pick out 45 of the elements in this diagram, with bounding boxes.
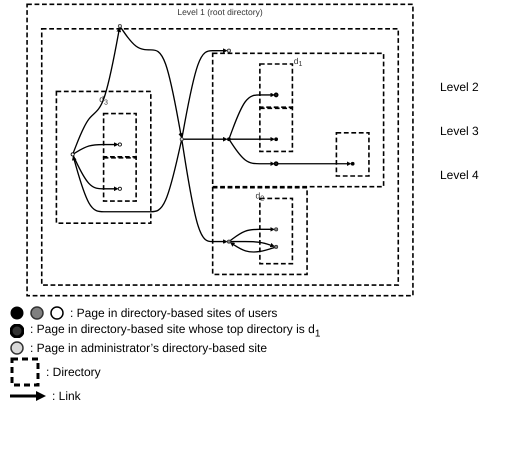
arrow bbox=[230, 226, 275, 242]
node-circle bbox=[274, 137, 278, 142]
arrow bbox=[181, 140, 228, 244]
node-circle bbox=[274, 244, 278, 249]
level-label: Level 2 bbox=[440, 80, 479, 94]
cluster bbox=[102, 112, 137, 158]
arrow bbox=[74, 142, 118, 154]
arrow bbox=[72, 28, 122, 154]
level-label: Level 4 bbox=[440, 168, 479, 182]
legend-text: : Page in directory-based sites of users bbox=[70, 306, 278, 320]
arrow bbox=[120, 27, 183, 138]
cluster bbox=[259, 107, 294, 152]
legend-text: : Directory bbox=[46, 365, 101, 380]
node-circle bbox=[118, 24, 122, 28]
cluster bbox=[102, 157, 137, 202]
arrow bbox=[181, 48, 228, 138]
arrow bbox=[278, 161, 352, 166]
node-circle bbox=[274, 227, 278, 232]
arrow bbox=[230, 136, 275, 142]
node-circle bbox=[118, 142, 122, 147]
cluster bbox=[336, 132, 370, 177]
legend-text: : Page in administrator’s directory-based site bbox=[30, 341, 267, 356]
cluster: d$_{1}$ bbox=[212, 52, 384, 188]
arrow bbox=[230, 242, 275, 253]
cluster bbox=[259, 63, 294, 108]
arrow bbox=[230, 240, 275, 248]
arrow bbox=[229, 140, 275, 166]
node-circle bbox=[274, 161, 279, 166]
node-circle bbox=[70, 152, 75, 156]
cluster: d$_{2}$ bbox=[212, 186, 308, 276]
node-circle bbox=[118, 186, 122, 191]
node-circle bbox=[226, 48, 231, 53]
node-circle bbox=[180, 137, 184, 142]
node-circle bbox=[227, 137, 231, 142]
cluster bbox=[259, 198, 294, 265]
level-label: Level 3 bbox=[440, 124, 479, 138]
legend-text: : Page in directory-based site whose top directory is d$_{1}$ bbox=[30, 322, 320, 340]
node-circle bbox=[274, 92, 279, 98]
node-circle bbox=[226, 240, 231, 244]
legend-text: : Link bbox=[52, 389, 81, 404]
arrow bbox=[228, 92, 275, 138]
arrow bbox=[183, 136, 228, 142]
arrow bbox=[72, 156, 118, 192]
arrow bbox=[72, 140, 182, 212]
node-circle bbox=[350, 162, 355, 166]
